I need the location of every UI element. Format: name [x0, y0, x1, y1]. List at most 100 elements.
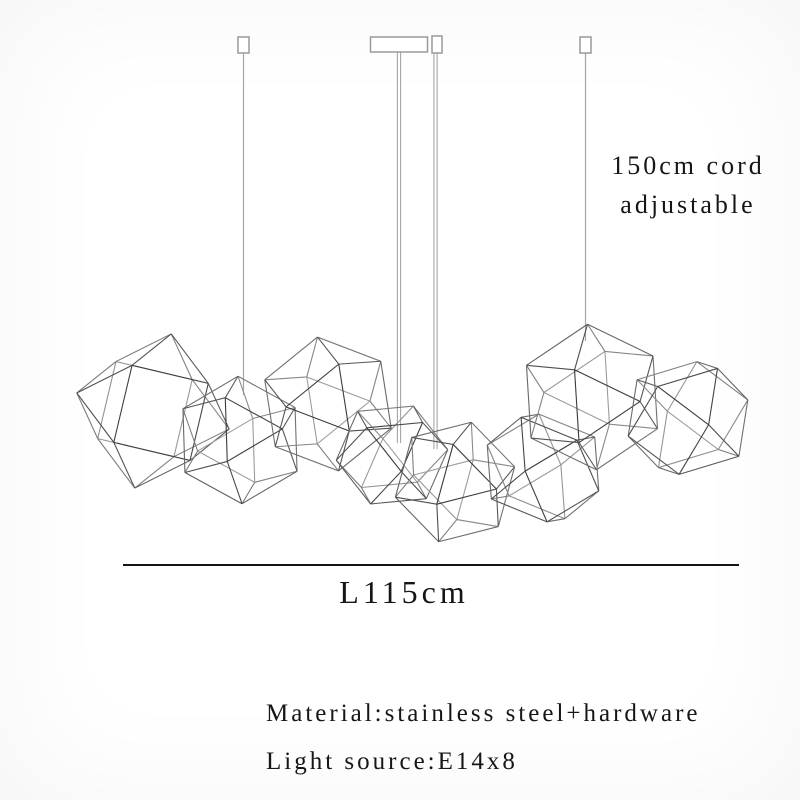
wireframe-shade-edge — [224, 397, 228, 462]
wireframe-shade-edge — [738, 399, 749, 457]
wireframe-shade-edge — [191, 379, 230, 430]
wireframe-shade-edge — [369, 361, 382, 402]
wireframe-shade-edge — [113, 441, 191, 461]
wireframe-shade-edge — [564, 490, 600, 520]
wireframe-shade-edge — [491, 495, 510, 500]
wireframe-shade-edge — [657, 386, 709, 426]
wireframe-shade-edge — [370, 498, 427, 505]
wireframe-shade-edge — [317, 336, 381, 362]
wireframe-shade-edge — [546, 490, 600, 523]
wireframe-shade-edge — [524, 439, 578, 472]
wireframe-shade-edge — [490, 470, 526, 500]
wireframe-shade-edge — [360, 438, 384, 488]
wireframe-shade-edge — [369, 400, 392, 429]
wireframe-shade-edge — [76, 392, 115, 443]
wireframe-shade-edge — [627, 435, 659, 468]
wireframe-shade-edge — [274, 406, 287, 447]
wireframe-shade-edge — [718, 448, 740, 457]
wireframe-shade-edge — [587, 323, 606, 352]
wireframe-shade-edge — [526, 323, 588, 366]
wireframe-shade-edge — [184, 450, 199, 473]
wireframe-shade-edge — [416, 481, 427, 499]
wireframe-shade-edge — [627, 386, 659, 437]
wireframe-shade-edge — [627, 435, 680, 475]
wireframe-shade-edge — [473, 459, 515, 468]
wireframe-shade-edge — [316, 443, 339, 472]
wireframe-shade-edge — [436, 504, 440, 542]
wireframe-shade-edge — [264, 379, 276, 447]
wireframe-shade-edge — [366, 421, 423, 429]
wireframe-shade-edge — [113, 365, 133, 443]
wireframe-shade-edge — [225, 397, 283, 430]
wireframe-shade-edge — [134, 459, 191, 489]
wireframe-shade-edge — [357, 405, 414, 412]
ceiling-plate — [369, 36, 429, 53]
wireframe-shade-edge — [604, 351, 610, 425]
wireframe-shade-edge — [394, 474, 414, 498]
wireframe-shade-edge — [317, 336, 340, 365]
wireframe-shade-edge — [636, 379, 658, 388]
wireframe-shade-edge — [652, 355, 659, 429]
wireframe-shade-edge — [131, 364, 209, 384]
wireframe-shade-edge — [412, 405, 424, 423]
wireframe-shade-edge — [76, 392, 99, 439]
wireframe-shade-edge — [182, 375, 239, 410]
wireframe-shade-edge — [285, 406, 350, 432]
wireframe-shade-edge — [574, 324, 589, 370]
wireframe-shade-edge — [717, 399, 749, 450]
wireframe-shade-edge — [357, 410, 384, 439]
wireframe-shade-edge — [395, 496, 437, 505]
wireframe-shade-edge — [452, 444, 497, 490]
wireframe-shade-edge — [708, 368, 719, 425]
wireframe-shade-edge — [596, 428, 658, 471]
wireframe-shade-edge — [254, 470, 298, 483]
wireframe-shade-edge — [470, 422, 474, 460]
length-dimension-label: L115cm — [339, 574, 469, 610]
wireframe-shade-edge — [416, 449, 449, 483]
wireframe-shade-edge — [530, 392, 545, 439]
wireframe-shade-edge — [425, 449, 449, 499]
wireframe-shade-edge — [306, 336, 319, 378]
wireframe-shade-edge — [357, 411, 368, 429]
wireframe-shade-edge — [495, 488, 499, 527]
wireframe-shade-edge — [316, 400, 371, 445]
wireframe-shade-edge — [486, 413, 540, 446]
wireframe-shade-edge — [667, 410, 719, 450]
wireframe-shade-edge — [264, 336, 318, 381]
wireframe-shade-edge — [470, 421, 516, 468]
wireframe-shade-edge — [170, 333, 193, 380]
wireframe-shade-edge — [636, 361, 698, 381]
wireframe-shade-edge — [574, 369, 641, 402]
wireframe-shade-edge — [587, 323, 654, 357]
wireframe-shade-edge — [170, 333, 209, 384]
wireframe-shade-edge — [97, 438, 136, 489]
wireframe-shade-edge — [436, 444, 454, 505]
wireframe-shade-edge — [252, 418, 256, 483]
wireframe-shade-edge — [486, 445, 492, 500]
wireframe-shade-edge — [657, 367, 718, 388]
wireframe-shade-edge — [224, 375, 239, 398]
wireframe-shade-edge — [264, 376, 307, 381]
wireframe-shade-edge — [382, 438, 418, 483]
material-note: Material:stainless steel+hardware — [266, 700, 701, 727]
wireframe-shade-edge — [456, 519, 499, 528]
wireframe-shade-edge — [508, 495, 566, 520]
wireframe-shade-edge — [413, 474, 458, 520]
wireframe-shade-edge — [338, 364, 350, 432]
wireframe-shade-edge — [294, 407, 298, 472]
wireframe-shade-edge — [696, 361, 718, 369]
wireframe-shade-edge — [560, 464, 566, 519]
wireframe-shade-edge — [184, 460, 228, 474]
ceiling-canopy — [237, 36, 250, 54]
wireframe-shade-edge — [578, 401, 641, 443]
wireframe-shade-edge — [436, 488, 497, 505]
wireframe-shade-edge — [275, 446, 339, 472]
wireframe-shade-edge — [306, 376, 318, 444]
wireframe-shade-edge — [382, 405, 414, 439]
wireframe-shade-edge — [508, 464, 562, 497]
wireframe-shade-edge — [306, 376, 371, 402]
ceiling-canopy — [431, 35, 443, 54]
wireframe-shade-edge — [578, 442, 597, 471]
